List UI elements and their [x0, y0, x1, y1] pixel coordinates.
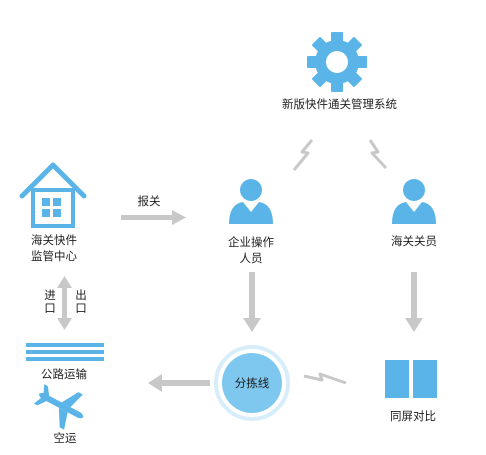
- road-transport-label: 公路运输: [41, 367, 87, 381]
- outbound-label: 出口: [75, 288, 87, 315]
- officer-down-arrow: [405, 272, 423, 332]
- signal-right-icon: [368, 139, 388, 170]
- signal-horizontal-icon: [303, 372, 347, 385]
- inbound-label: 进口: [44, 288, 56, 315]
- system-label: 新版快件通关管理系统: [282, 97, 397, 111]
- sorting-line-circle: [214, 345, 290, 421]
- declare-label: 报关: [137, 194, 161, 208]
- house-icon: [19, 162, 87, 228]
- operator-down-arrow: [243, 272, 261, 332]
- sorting-line-label: 分拣线: [234, 376, 270, 390]
- signal-left-icon: [292, 139, 314, 171]
- customs-center-label-line1: 海关快件: [31, 233, 77, 247]
- airplane-icon: [33, 384, 84, 430]
- customs-officer-label: 海关关员: [391, 234, 437, 248]
- sorting-left-arrow: [148, 374, 210, 392]
- road-icon: [26, 343, 104, 361]
- person-icon: [392, 179, 436, 224]
- dual-screen-icon: [385, 360, 437, 398]
- screen-compare-label: 同屏对比: [390, 409, 436, 423]
- import-export-arrow: [57, 276, 72, 330]
- gear-icon: [307, 32, 367, 92]
- enterprise-operator-label-line1: 企业操作: [228, 235, 274, 249]
- enterprise-operator-label-line2: 人员: [239, 251, 263, 265]
- person-icon: [229, 179, 273, 224]
- customs-center-label-line2: 监管中心: [31, 249, 77, 263]
- air-transport-label: 空运: [53, 431, 77, 445]
- declare-arrow: [121, 210, 186, 225]
